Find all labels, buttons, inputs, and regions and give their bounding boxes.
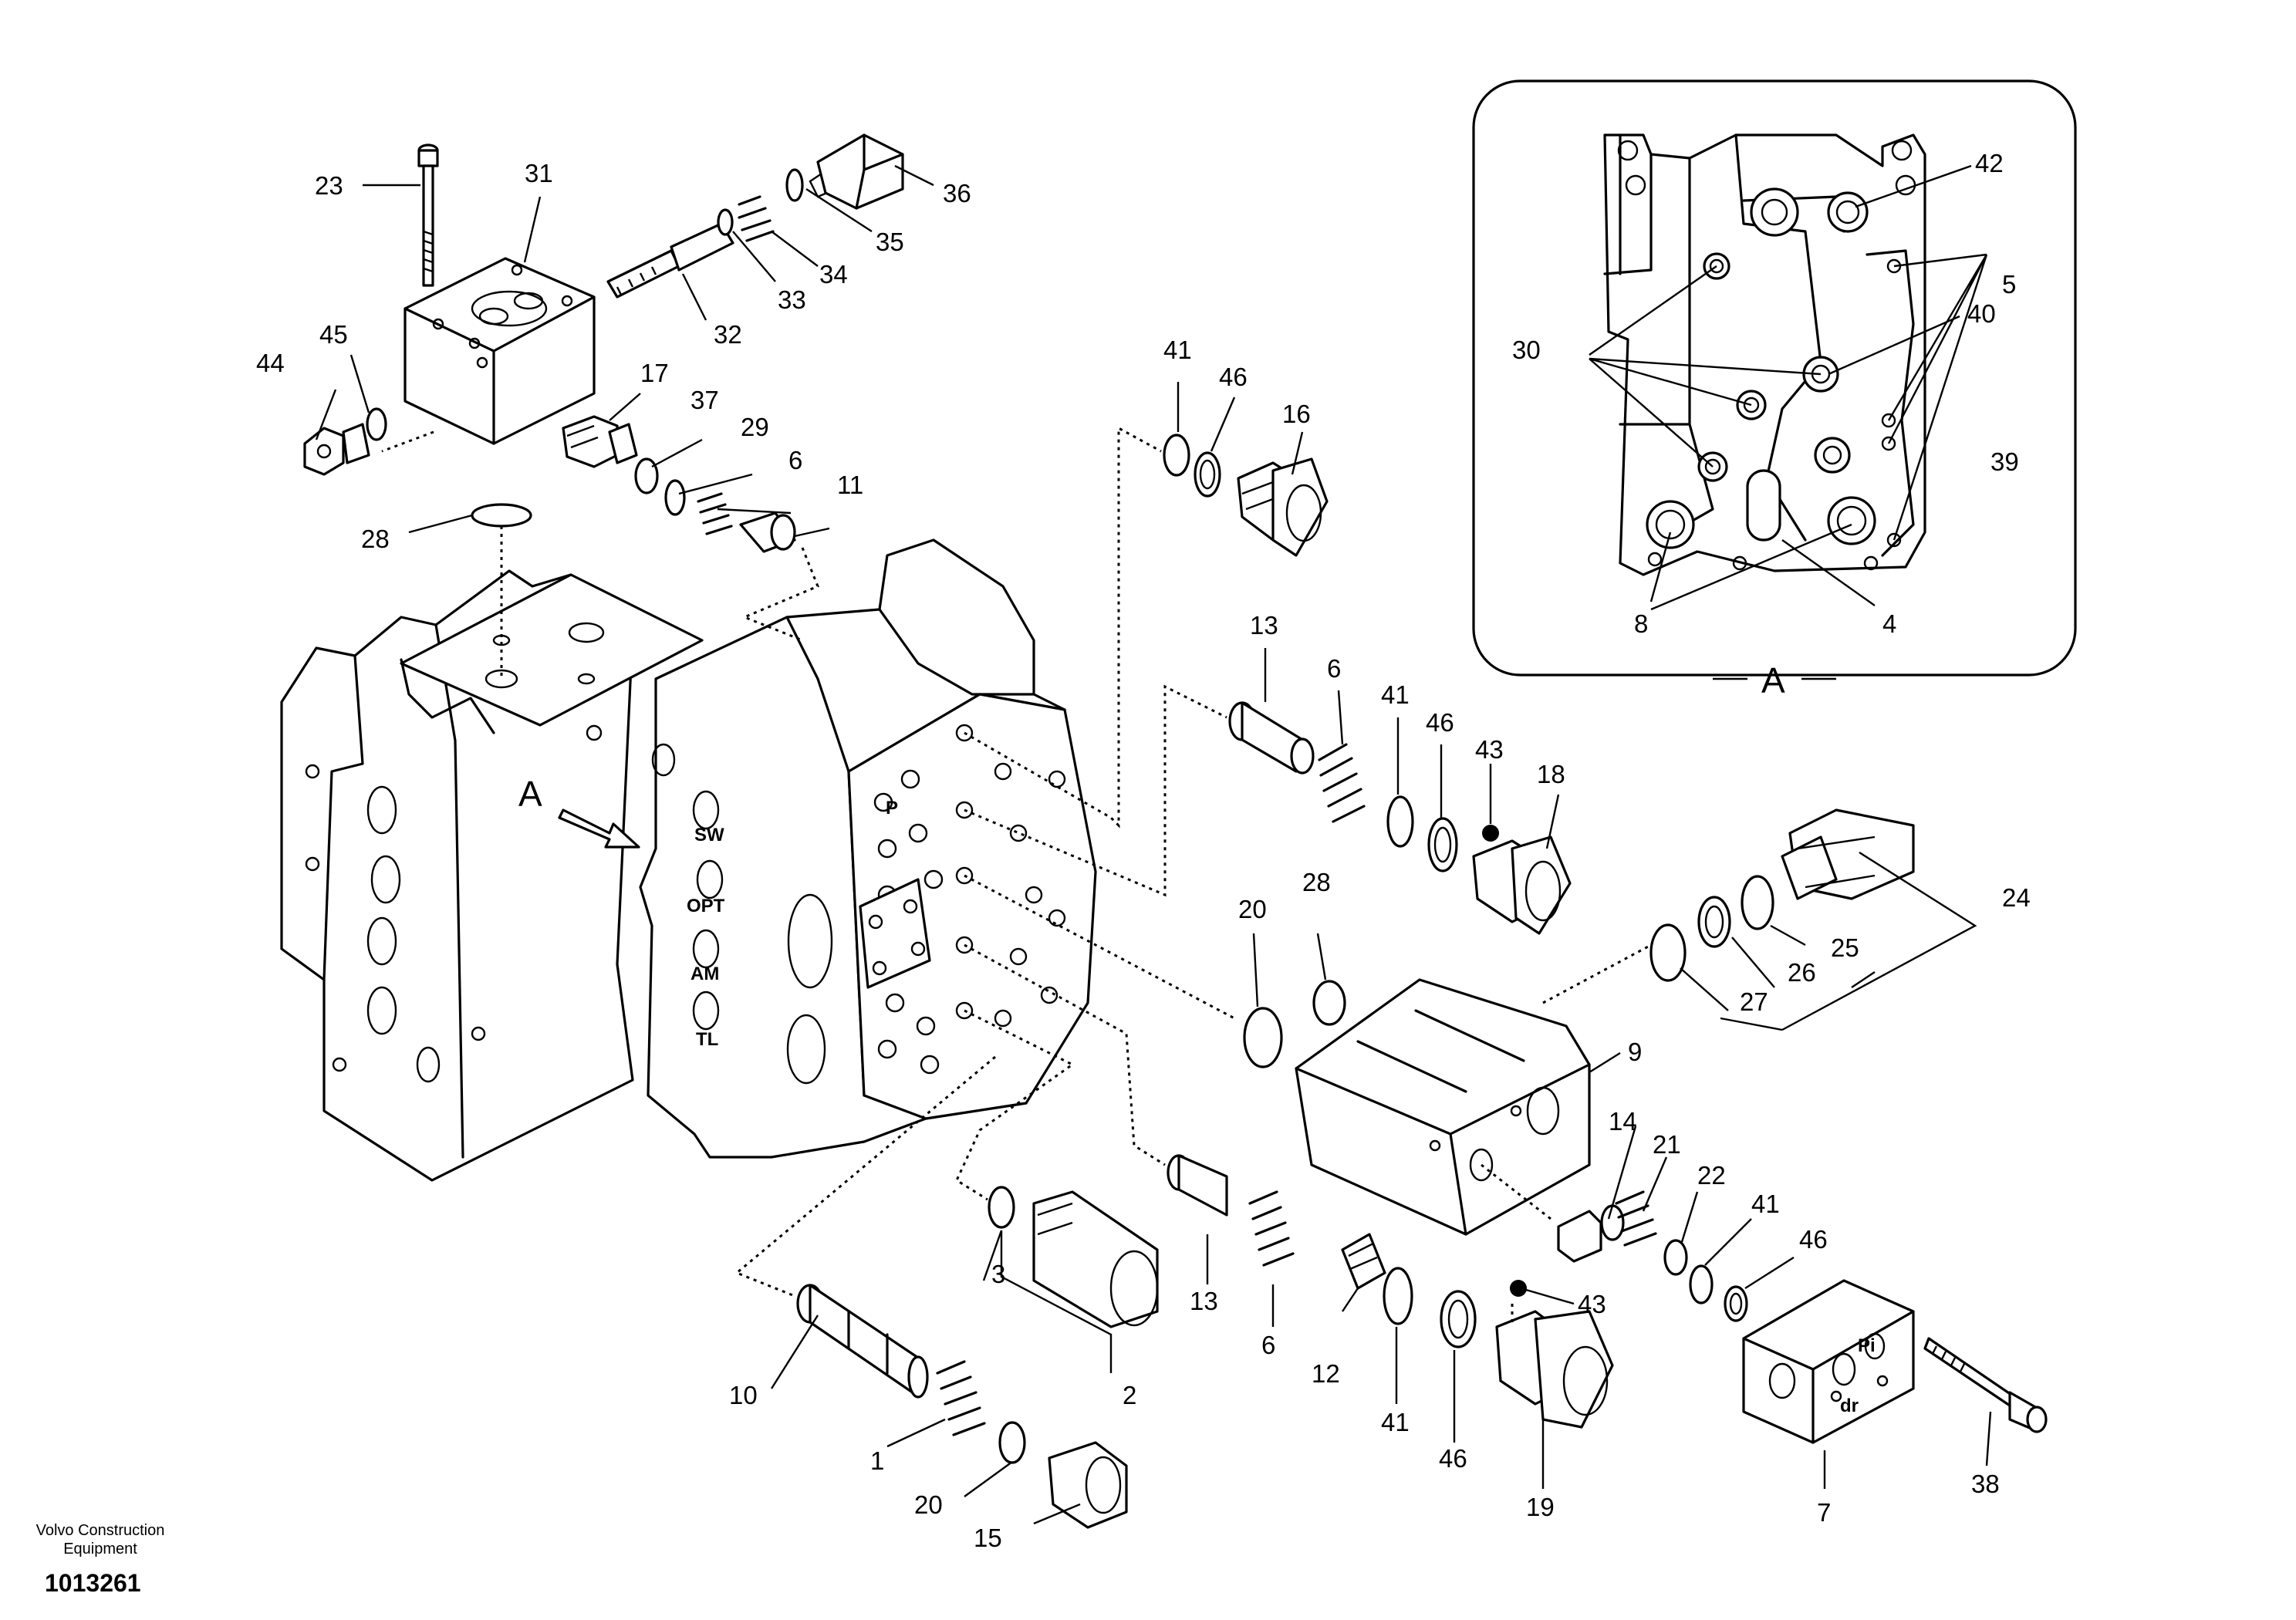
callout-34: 34 — [819, 260, 848, 289]
callout-39: 39 — [1990, 447, 2019, 476]
callout-43-bottom: 43 — [1578, 1290, 1606, 1318]
callout-33: 33 — [778, 285, 806, 314]
spool-13-upper-group — [1228, 701, 1572, 935]
callout-41-right: 41 — [1751, 1190, 1780, 1218]
port-label-p: P — [886, 798, 898, 818]
view-a-arrow-label: A — [518, 774, 542, 814]
check-ball-43-lower — [1510, 1280, 1527, 1297]
callout-23: 23 — [315, 171, 343, 200]
callout-11: 11 — [837, 471, 863, 499]
callout-12: 12 — [1312, 1359, 1340, 1388]
callout-40: 40 — [1967, 299, 1996, 328]
pilot-block-assembly — [303, 133, 904, 528]
callout-42: 42 — [1975, 149, 2004, 177]
port-label-pi: Pi — [1858, 1335, 1876, 1356]
callout-46-mid: 46 — [1426, 708, 1454, 737]
drawing-number: 1013261 — [45, 1569, 141, 1597]
port-label-dr: dr — [1840, 1396, 1859, 1416]
lower-parts-group — [988, 1154, 1614, 1429]
callout-6-mid: 6 — [1327, 654, 1341, 683]
check-ball-43-upper — [1482, 825, 1499, 842]
callout-2: 2 — [1123, 1381, 1136, 1409]
callout-46-bottom: 46 — [1439, 1444, 1467, 1473]
callout-1: 1 — [870, 1446, 884, 1475]
callout-41-top: 41 — [1163, 336, 1192, 364]
view-a-arrow: A — [518, 774, 640, 849]
callout-31: 31 — [525, 159, 553, 187]
callout-20-bottom: 20 — [914, 1490, 943, 1519]
callout-6-bottom: 6 — [1261, 1331, 1275, 1359]
relief-24-group — [1649, 808, 1915, 982]
o-ring-28-middle — [1312, 980, 1346, 1026]
callout-45: 45 — [319, 320, 348, 349]
spool-10-group — [796, 1284, 1128, 1529]
callout-14: 14 — [1609, 1107, 1637, 1136]
callout-38: 38 — [1971, 1470, 2000, 1498]
callout-18: 18 — [1537, 760, 1565, 788]
port-label-opt: OPT — [687, 896, 725, 916]
callout-30: 30 — [1512, 336, 1541, 364]
callout-15: 15 — [974, 1524, 1002, 1552]
callout-4: 4 — [1882, 609, 1896, 638]
leader-lines — [315, 164, 1992, 1525]
callout-7: 7 — [1817, 1498, 1831, 1527]
inset-view-label: A — [1761, 660, 1785, 700]
callout-43-top: 43 — [1475, 735, 1504, 764]
inset-view-a: A — [1472, 79, 2077, 700]
callout-13-top: 13 — [1250, 611, 1278, 640]
callout-13-bottom: 13 — [1190, 1287, 1218, 1315]
o-ring-20-middle — [1243, 1007, 1283, 1068]
callout-27: 27 — [1740, 987, 1768, 1016]
block-7-group: Pi dr — [1557, 1190, 2048, 1444]
callout-35: 35 — [876, 228, 904, 256]
callout-6: 6 — [788, 446, 802, 474]
callout-16: 16 — [1282, 400, 1311, 428]
callout-10: 10 — [729, 1381, 758, 1409]
relief-16-group — [1163, 434, 1329, 557]
callout-37: 37 — [690, 386, 719, 414]
relief-parts-top — [562, 415, 796, 553]
callout-44: 44 — [256, 349, 285, 377]
callout-41-mid: 41 — [1381, 680, 1410, 709]
callout-19: 19 — [1526, 1493, 1555, 1521]
callout-8: 8 — [1634, 609, 1648, 638]
callout-29: 29 — [741, 413, 769, 441]
port-labels: SW OPT AM TL P — [687, 798, 898, 1050]
callout-22: 22 — [1697, 1161, 1726, 1190]
cover-9 — [1295, 978, 1591, 1236]
callout-17: 17 — [640, 359, 669, 387]
callout-24: 24 — [2002, 883, 2031, 912]
callout-26: 26 — [1788, 958, 1816, 987]
callout-46-top: 46 — [1219, 363, 1248, 391]
alignment-lines — [381, 426, 1652, 1327]
callout-41-bottom: 41 — [1381, 1408, 1410, 1436]
main-valve-body — [280, 538, 1097, 1182]
callout-32: 32 — [714, 320, 742, 349]
port-label-sw: SW — [694, 825, 724, 845]
callout-20-mid: 20 — [1238, 895, 1267, 923]
drawing-footer: Volvo Construction Equipment 1013261 — [15, 1521, 185, 1598]
callout-21: 21 — [1653, 1130, 1681, 1159]
callout-36: 36 — [943, 179, 971, 208]
manufacturer-line-2: Equipment — [63, 1541, 137, 1558]
callout-3: 3 — [991, 1260, 1005, 1288]
manufacturer-line-1: Volvo Construction — [35, 1522, 165, 1539]
port-label-tl: TL — [696, 1029, 718, 1050]
callout-25: 25 — [1831, 933, 1859, 962]
callout-9: 9 — [1628, 1038, 1642, 1066]
callout-28: 28 — [361, 525, 390, 553]
port-label-am: AM — [690, 964, 719, 984]
callout-28-mid: 28 — [1302, 868, 1331, 896]
callout-numbers: 23 31 45 44 28 17 37 29 6 11 32 33 34 35… — [256, 149, 2031, 1552]
callout-46-right: 46 — [1799, 1225, 1828, 1254]
callout-5: 5 — [2002, 270, 2016, 299]
